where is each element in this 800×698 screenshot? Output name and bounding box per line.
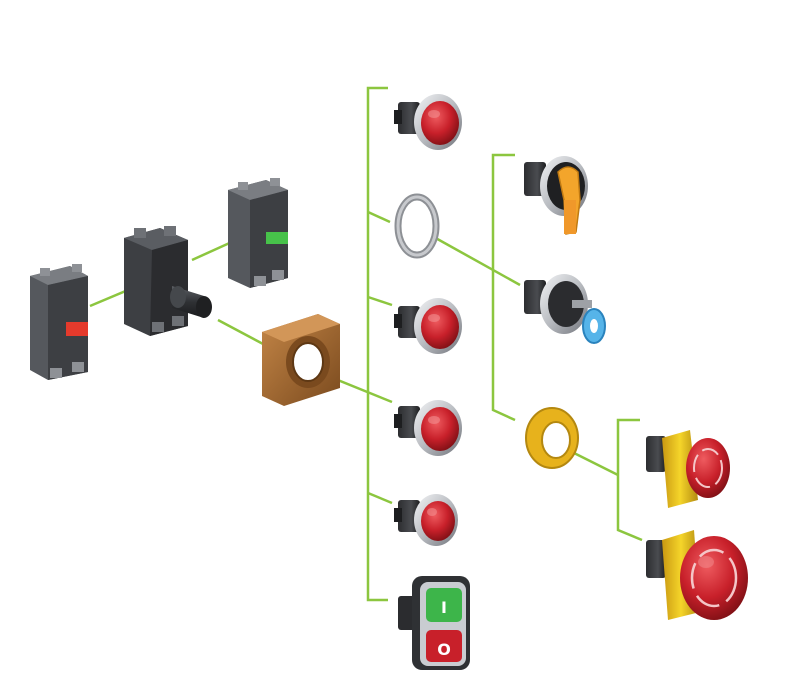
contact-block-red-icon <box>30 264 88 380</box>
key-switch-icon <box>524 274 606 344</box>
double-pushbutton-icon: I O <box>398 576 470 670</box>
contact-block-green-icon <box>228 178 288 288</box>
link-gasket-key <box>431 234 521 287</box>
bracket-secondary <box>491 153 516 422</box>
link-shaft-adapter <box>217 318 266 347</box>
flush-pushbutton-icon <box>394 400 462 456</box>
double-button-bottom-symbol: O <box>437 640 451 659</box>
gasket-ring-icon <box>394 193 440 259</box>
flush-pushbutton-icon <box>394 494 458 546</box>
actuator-body-icon <box>124 226 212 336</box>
bracket-tick-flush2 <box>367 295 393 307</box>
link-ring-estop <box>571 450 619 477</box>
bracket-main <box>366 86 388 602</box>
connector-lines <box>89 86 643 602</box>
selector-switch-icon <box>524 156 588 235</box>
bracket-emergency <box>616 418 643 542</box>
bracket-tick-gasket <box>367 210 391 224</box>
bracket-tick-flush4 <box>367 491 393 505</box>
emergency-legend-ring-icon <box>525 407 579 469</box>
mounting-adapter-icon <box>262 314 340 406</box>
flush-pushbutton-icon <box>394 298 462 354</box>
emergency-stop-large-icon <box>646 530 748 620</box>
double-button-top-symbol: I <box>441 598 447 617</box>
emergency-stop-small-icon <box>646 430 730 508</box>
flush-pushbutton-icon <box>394 94 462 150</box>
